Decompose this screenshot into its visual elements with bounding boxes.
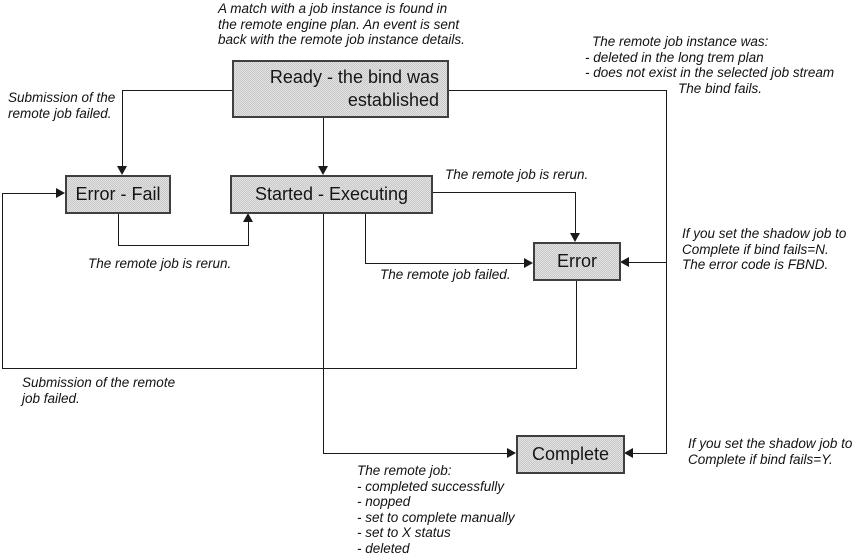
annotation-line: The remote job instance was: (592, 34, 769, 49)
annotation-submission-failed-bottom: Submission of the remote job failed. (22, 375, 175, 406)
state-label: Complete (531, 443, 610, 464)
connector-line (575, 192, 576, 234)
connector-line (629, 262, 667, 263)
annotation-line: Complete if bind fails=N. (682, 241, 829, 257)
connector-line (432, 192, 576, 193)
state-started-executing: Started - Executing (230, 175, 433, 214)
annotation-line: A match with a job instance is found in (218, 1, 448, 16)
annotation-line: If you set the shadow job to (682, 226, 847, 241)
connector-line (633, 453, 667, 454)
connector-line (365, 213, 366, 264)
annotation-job-failed: The remote job failed. (380, 267, 511, 283)
arrowhead-icon (243, 213, 253, 222)
state-ready: Ready - the bind was established (232, 60, 449, 118)
connector-line (122, 90, 233, 91)
annotation-line: remote job failed. (8, 105, 112, 121)
connector-line (118, 213, 119, 246)
annotation-line: The bind fails. (678, 80, 763, 96)
connector-line (2, 193, 3, 369)
annotation-match-found: A match with a job instance is found in … (218, 1, 465, 48)
annotation-line: - set to complete manually (357, 509, 515, 525)
annotation-line: job failed. (22, 390, 80, 406)
annotation-complete-if-bind-fails-n: If you set the shadow job to Complete if… (682, 226, 846, 273)
annotation-line: The remote job: (357, 463, 452, 478)
annotation-bind-fails: The remote job instance was: - deleted i… (585, 34, 834, 96)
state-error-fail: Error - Fail (65, 175, 171, 214)
annotation-line: The error code is FBND. (682, 257, 829, 272)
state-label: Error (557, 250, 597, 271)
state-label: Started - Executing (254, 183, 409, 204)
arrowhead-icon (56, 188, 65, 198)
annotation-line: Submission of the (8, 90, 116, 105)
annotation-line: Complete if bind fails=Y. (688, 451, 833, 467)
annotation-submission-failed-top: Submission of the remote job failed. (8, 90, 115, 121)
annotation-line: The remote job is rerun. (445, 167, 589, 182)
connector-line (2, 368, 577, 369)
state-error: Error (533, 242, 621, 281)
annotation-line: back with the remote job instance detail… (218, 32, 465, 47)
connector-line (323, 117, 324, 167)
connector-line (2, 193, 57, 194)
annotation-line: - deleted in the long trem plan (585, 49, 764, 65)
arrowhead-icon (570, 233, 580, 242)
annotation-rerun-left: The remote job is rerun. (88, 256, 231, 272)
state-label: Ready - the bind was established (269, 66, 439, 110)
connector-line (323, 213, 324, 454)
connector-line (666, 90, 667, 454)
arrowhead-icon (117, 166, 127, 175)
arrowhead-icon (620, 257, 629, 267)
connector-line (118, 245, 249, 246)
state-complete: Complete (516, 435, 625, 474)
annotation-line: - completed successfully (357, 478, 505, 494)
annotation-line: - nopped (357, 494, 411, 509)
annotation-line: - deleted (357, 540, 410, 556)
annotation-complete-if-bind-fails-y: If you set the shadow job to Complete if… (688, 436, 852, 467)
arrowhead-icon (624, 448, 633, 458)
connector-line (248, 222, 249, 246)
annotation-rerun-right: The remote job is rerun. (445, 167, 588, 183)
annotation-line: If you set the shadow job to (688, 436, 853, 451)
connector-line (323, 453, 508, 454)
arrowhead-icon (524, 258, 533, 268)
annotation-line: - does not exist in the selected job str… (585, 65, 835, 80)
connector-line (365, 263, 525, 264)
annotation-line: - set to X status (357, 525, 451, 540)
connector-line (576, 280, 577, 369)
annotation-remote-job-outcomes: The remote job: - completed successfully… (357, 463, 515, 556)
annotation-line: The remote job is rerun. (88, 256, 232, 271)
connector-line (448, 90, 667, 91)
annotation-line: Submission of the remote (22, 375, 176, 390)
state-label: Error - Fail (75, 183, 161, 204)
connector-line (122, 90, 123, 167)
arrowhead-icon (507, 448, 516, 458)
arrowhead-icon (318, 166, 328, 175)
annotation-line: the remote engine plan. An event is sent (218, 16, 460, 32)
annotation-line: The remote job failed. (380, 267, 511, 282)
